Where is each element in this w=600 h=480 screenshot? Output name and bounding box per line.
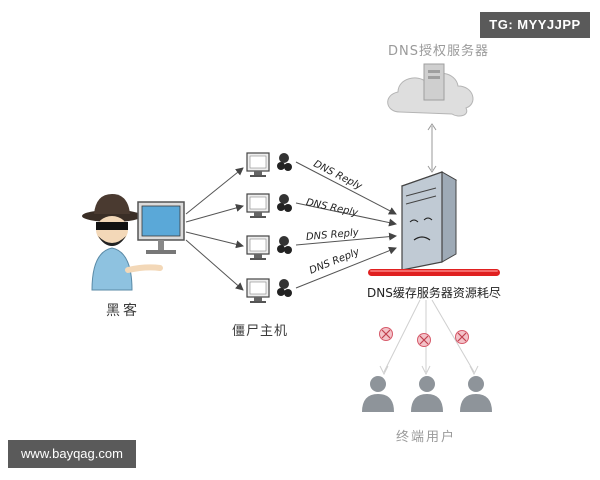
command-arrows: [185, 167, 244, 291]
zombie-host: [246, 193, 292, 218]
end-users-label: 终端用户: [396, 430, 457, 445]
user-icon: [411, 376, 443, 412]
user-icon: [362, 376, 394, 412]
zombie-icon: [277, 279, 292, 297]
reply-arrows: [295, 161, 397, 289]
blocked-icon: [455, 330, 469, 344]
botnet-label: 僵尸主机: [232, 324, 289, 339]
zombie-icon: [277, 194, 292, 212]
hacker-icon: [82, 194, 185, 291]
zombie-icon: [277, 236, 292, 254]
server-icon: [400, 171, 458, 271]
monitor-icon: [246, 193, 270, 218]
blocked-links: [379, 299, 479, 376]
zombie-host: [246, 152, 292, 177]
zombie-host: [246, 278, 292, 303]
monitor-icon: [246, 235, 270, 260]
blocked-icon: [379, 327, 393, 341]
auth-link: [427, 123, 437, 173]
website-watermark: www.bayqag.com: [8, 440, 136, 468]
cloud-server-icon: [387, 63, 474, 117]
monitor-icon: [246, 152, 270, 177]
zombie-icon: [277, 153, 292, 171]
monitor-icon: [246, 278, 270, 303]
zombie-host: [246, 235, 292, 260]
tg-watermark: TG: MYYJJPP: [480, 12, 590, 38]
exhaustion-bar: [368, 269, 500, 276]
blocked-icon: [417, 333, 431, 347]
hacker-label: 黑客: [106, 303, 140, 319]
user-icon: [460, 376, 492, 412]
auth-server-label: DNS授权服务器: [388, 44, 489, 59]
cache-server-label: DNS缓存服务器资源耗尽: [367, 286, 501, 300]
